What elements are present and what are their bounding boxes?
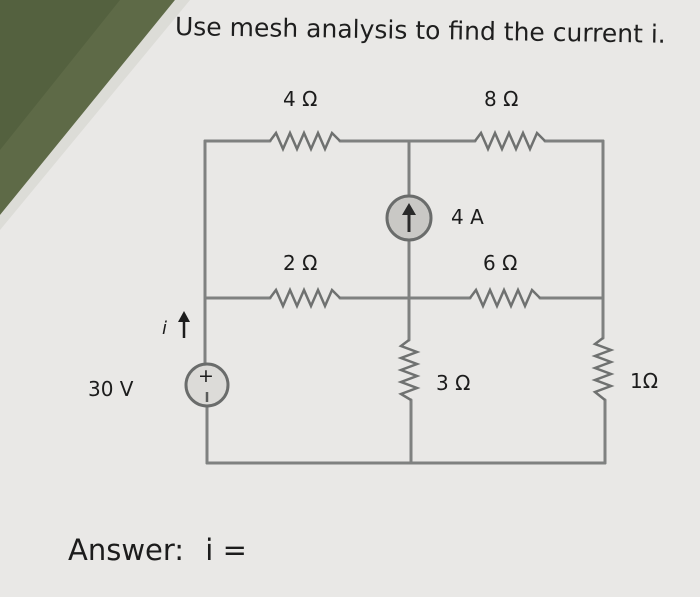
resistor-3ohm-label: 3 Ω (436, 371, 471, 395)
current-arrow (178, 311, 190, 338)
resistor-6ohm-label: 6 Ω (483, 251, 518, 275)
answer-variable: i = (205, 533, 247, 567)
answer-label: Answer: (68, 533, 185, 567)
current-source (385, 194, 433, 242)
current-variable-label: i (162, 318, 168, 339)
current-source-label: 4 A (451, 205, 484, 229)
resistor-2ohm-label: 2 Ω (283, 251, 318, 275)
resistor-2ohm-zigzag (269, 286, 341, 310)
voltage-source-label: 30 V (88, 377, 134, 401)
voltage-source (184, 362, 230, 408)
resistor-1ohm-label: 1Ω (630, 369, 659, 393)
circuit-wires (203, 139, 607, 465)
voltage-source-plus: + (198, 365, 214, 387)
resistor-8ohm-label: 8 Ω (484, 87, 519, 111)
resistor-3ohm-zigzag (397, 339, 421, 402)
answer-line: Answer: i = (68, 533, 247, 567)
resistor-4ohm-label: 4 Ω (283, 87, 318, 111)
resistor-1ohm-zigzag (591, 337, 615, 401)
resistor-4ohm-zigzag (269, 129, 341, 153)
resistor-8ohm-zigzag (474, 129, 546, 153)
resistor-6ohm-zigzag (469, 286, 541, 310)
